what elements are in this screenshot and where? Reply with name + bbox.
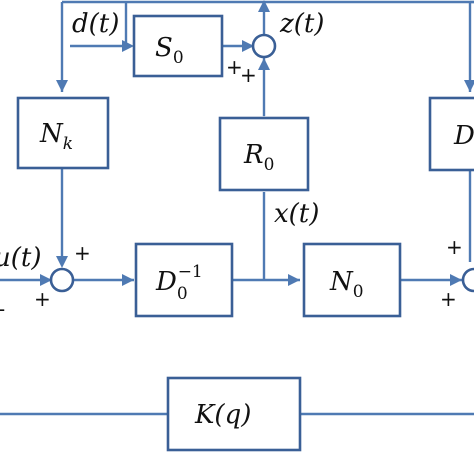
block-r0-label: R0 [243, 140, 274, 175]
summer-top [251, 33, 277, 59]
arrow-into-sum-top-bottom [258, 58, 270, 70]
block-nk-label: Nk [39, 119, 73, 154]
block-n0-frame [302, 242, 402, 318]
arrow-into-sum-right [450, 274, 462, 286]
block-d-right-frame [428, 96, 474, 172]
block-r0-frame [218, 116, 310, 192]
sign-left-top: + [74, 241, 91, 265]
block-d0-inverse-label: D0−1 [155, 262, 203, 304]
block-n0: N0 [302, 242, 402, 318]
signal-z-label: z(t) [279, 9, 324, 39]
block-d0-inverse: D0−1 [134, 242, 234, 318]
block-kq: K(q) [166, 376, 302, 452]
summer-right [461, 267, 474, 293]
sign-left-bottom: + [34, 287, 51, 311]
arrow-into-sum-left [40, 274, 52, 286]
sign-s0-plus-a: + [226, 55, 243, 79]
arrow-into-nk [56, 80, 68, 92]
arrow-into-n0 [288, 274, 300, 286]
arrow-into-s0 [122, 40, 134, 52]
block-d-right-label: D [453, 121, 474, 151]
arrow-into-sum-left-top [56, 256, 68, 268]
arrow-into-d-right [464, 80, 474, 92]
signal-u-label: u(t) [0, 243, 41, 273]
arrow-into-sum-top-left [242, 40, 254, 52]
block-s0-frame [132, 14, 224, 78]
block-n0-label: N0 [329, 267, 364, 302]
block-d-right-partial: D [428, 96, 474, 172]
arrow-into-dinv [122, 274, 134, 286]
sign-s0-plus-b: + [240, 63, 257, 87]
block-kq-frame [166, 376, 302, 452]
sign-far-left-minus: - [0, 297, 5, 321]
arrow-z-out [258, 0, 270, 12]
signal-d-label: d(t) [72, 9, 119, 39]
block-nk: Nk [16, 96, 110, 170]
block-r0: R0 [218, 116, 310, 192]
block-kq-label: K(q) [194, 400, 251, 430]
sign-right-bottom: + [440, 287, 457, 311]
block-nk-frame [16, 96, 110, 170]
block-d0-inverse-frame [134, 242, 234, 318]
block-s0-label: S0 [155, 33, 184, 68]
block-s0: S0 [132, 14, 224, 78]
summer-left [49, 267, 75, 293]
sign-right-top: + [446, 235, 463, 259]
signal-x-label: x(t) [274, 199, 319, 229]
